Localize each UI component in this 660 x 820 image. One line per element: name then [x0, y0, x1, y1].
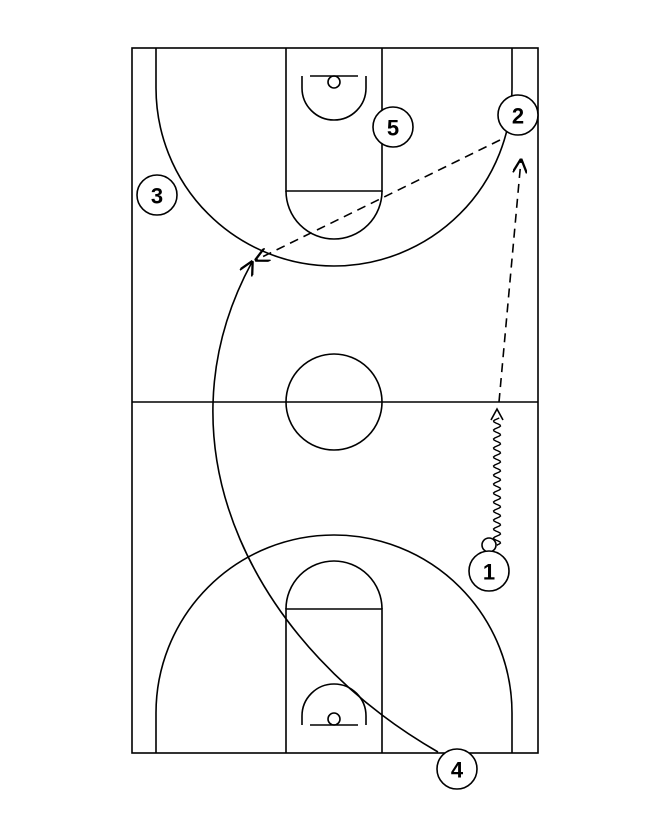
ball: [481, 537, 497, 553]
dribble-path-player-1: [492, 417, 502, 546]
dribble-arrowhead: [490, 407, 504, 421]
top-restricted-area: [301, 76, 367, 121]
player-1-label: 1: [483, 560, 495, 585]
player-3: 3: [136, 174, 178, 216]
player-3-label: 3: [151, 184, 163, 209]
top-half-court: [155, 48, 513, 267]
top-rim: [327, 75, 341, 89]
player-5: 5: [372, 106, 414, 148]
pass-1-to-2: [498, 160, 521, 403]
pass-2-to-4: [256, 139, 501, 260]
top-free-throw-circle: [285, 190, 383, 240]
center-circle: [285, 353, 383, 451]
bottom-key: [285, 608, 383, 753]
player-4-label: 4: [451, 758, 464, 783]
player-2-label: 2: [512, 104, 524, 129]
cut-path-player-4: [212, 262, 439, 753]
bottom-three-point-line: [155, 534, 513, 753]
bottom-restricted-area: [301, 683, 367, 725]
bottom-half-court: [155, 534, 513, 753]
play-actions: [212, 139, 521, 753]
player-4: 4: [436, 748, 478, 790]
court-boundary: [131, 47, 539, 754]
bottom-free-throw-circle: [285, 560, 383, 610]
player-2: 2: [497, 94, 539, 136]
court-lines: [131, 47, 539, 754]
bottom-rim: [327, 712, 341, 726]
player-1: 1: [468, 550, 510, 592]
players: 1 2 3 4 5: [136, 94, 539, 790]
top-three-point-line: [155, 48, 513, 267]
player-5-label: 5: [387, 116, 399, 141]
